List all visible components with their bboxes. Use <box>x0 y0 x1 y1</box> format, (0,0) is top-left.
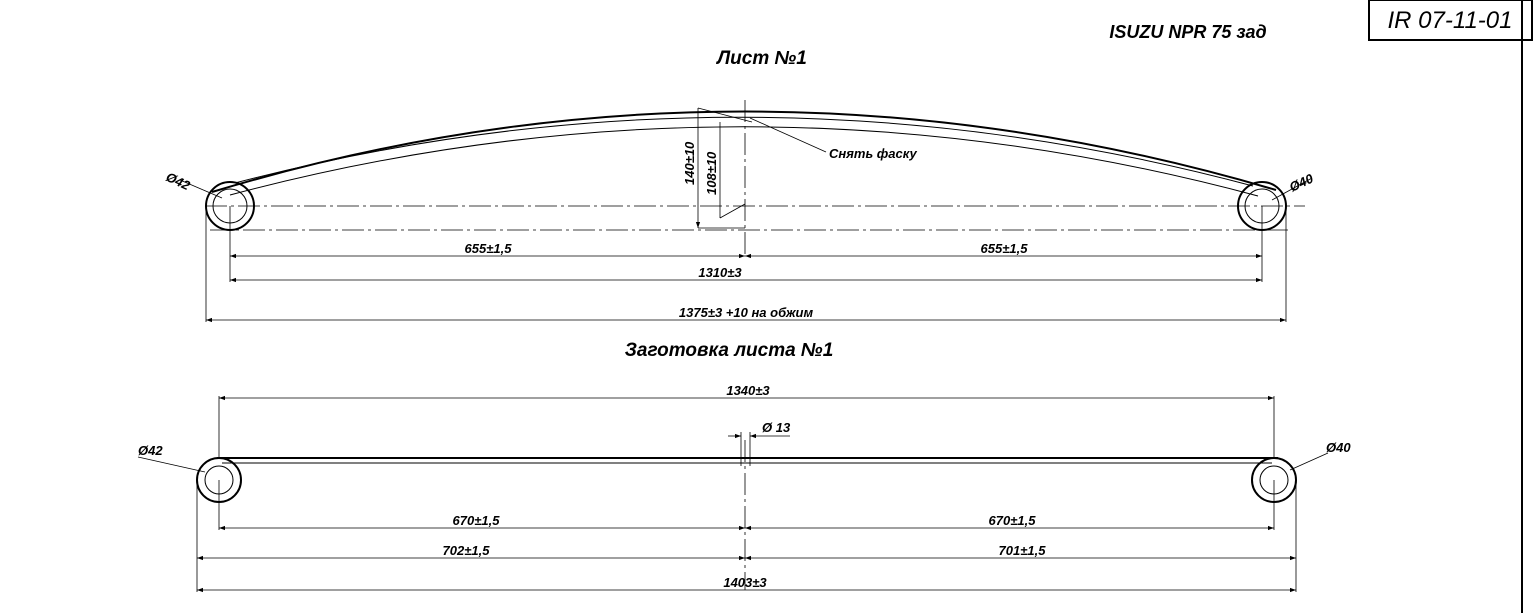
blank-top-length-dimension <box>218 395 1275 458</box>
height-mid-label: 108±10 <box>704 151 719 195</box>
blank-half-left-label: 670±1,5 <box>453 513 501 528</box>
leaf-half-right-label: 655±1,5 <box>981 241 1029 256</box>
blank-hole-label: Ø 13 <box>762 420 791 435</box>
blank-eye-right-leader <box>1289 452 1329 471</box>
blank-bar <box>217 457 1278 464</box>
leaf-half-left-label: 655±1,5 <box>465 241 513 256</box>
chamfer-leader <box>749 117 827 153</box>
blank-half-right-label: 670±1,5 <box>989 513 1037 528</box>
blank-top-length-label: 1340±3 <box>726 383 770 398</box>
blank-seg-left-label: 702±1,5 <box>443 543 491 558</box>
leaf-eye-left-leader <box>179 179 223 199</box>
leaf-title: Лист №1 <box>715 48 807 69</box>
blank-eye-left-label: Ø42 <box>138 443 163 458</box>
height-total-label: 140±10 <box>682 141 697 185</box>
leaf-eye-right-leader <box>1271 177 1313 201</box>
blank-title: Заготовка листа №1 <box>625 340 834 361</box>
leaf-center-lines <box>205 100 1305 258</box>
drawing-frame <box>1368 0 1533 613</box>
blank-seg-right-label: 701±1,5 <box>999 543 1047 558</box>
leaf-overall-label: 1375±3 +10 на обжим <box>679 305 814 320</box>
leaf-span-label: 1310±3 <box>698 265 742 280</box>
leaf-eye-left-label: Ø42 <box>164 169 193 193</box>
drawing-code: IR 07-11-01 <box>1388 7 1513 34</box>
leaf-spring-arc <box>211 110 1277 197</box>
chamfer-note: Снять фаску <box>829 146 917 161</box>
blank-extension-lines <box>196 480 1297 592</box>
blank-eye-left-leader <box>137 456 206 473</box>
leaf-eye-right-label: Ø40 <box>1287 170 1316 194</box>
vehicle-model: ISUZU NPR 75 зад <box>1109 22 1266 42</box>
blank-hole <box>728 432 790 466</box>
blank-eye-right-label: Ø40 <box>1326 440 1351 455</box>
leaf-height-dimension <box>695 107 753 229</box>
blank-overall-label: 1403±3 <box>723 575 767 590</box>
leaf-extension-lines <box>205 206 1287 322</box>
